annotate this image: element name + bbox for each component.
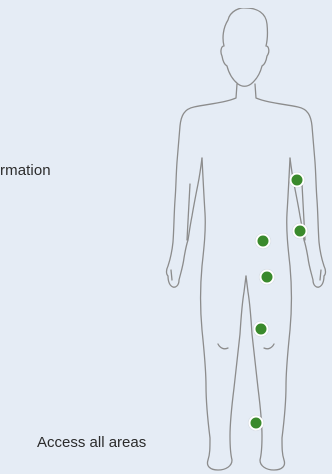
ankle-marker[interactable]	[249, 416, 264, 431]
forearm-upper-marker[interactable]	[290, 173, 305, 188]
thigh-marker[interactable]	[260, 270, 275, 285]
human-body-figure	[160, 8, 332, 474]
forearm-lower-marker[interactable]	[293, 224, 308, 239]
thigh-upper-marker[interactable]	[256, 234, 271, 249]
knee-marker[interactable]	[254, 322, 269, 337]
information-label: rmation	[0, 162, 51, 179]
human-body-outline-icon	[160, 8, 332, 474]
access-all-areas-link[interactable]: Access all areas	[37, 434, 146, 451]
